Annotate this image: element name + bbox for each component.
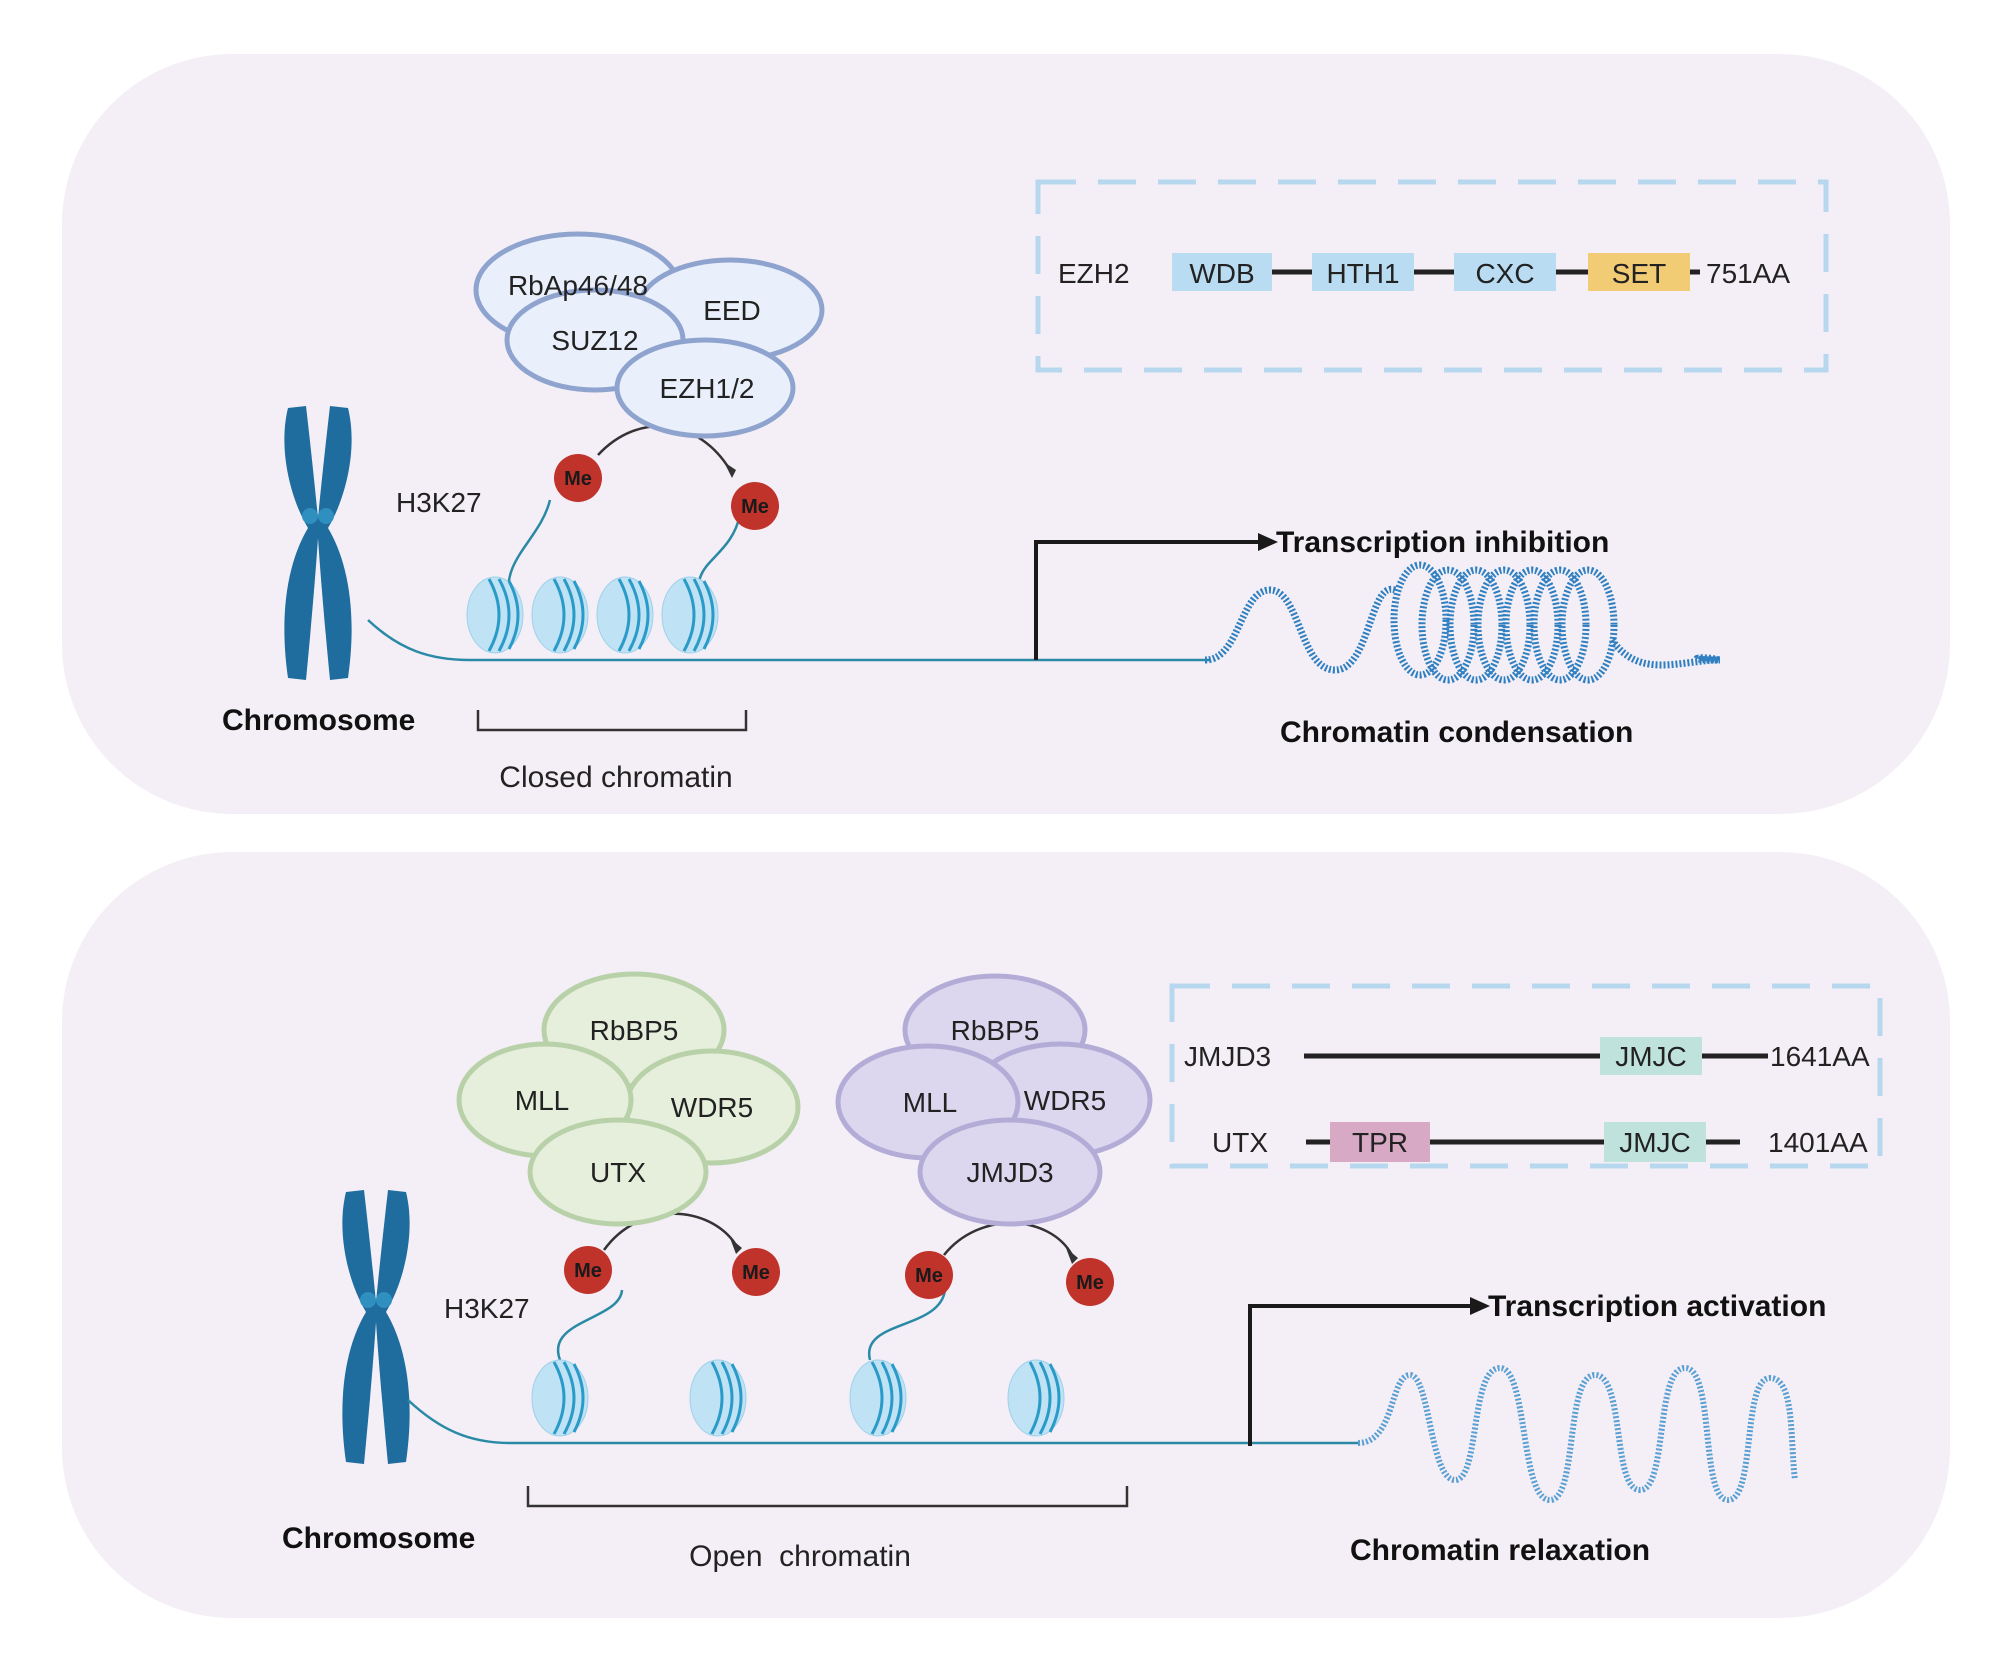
- arrowhead-icon: [1066, 1248, 1078, 1264]
- transcription-inhibition-label: Transcription inhibition: [1276, 526, 1609, 559]
- svg-text:Me: Me: [574, 1260, 602, 1282]
- closed-chromatin-bracket: [476, 710, 748, 732]
- protein-label: WDR5: [1024, 1085, 1106, 1116]
- transcription-arrow: [1248, 1304, 1472, 1446]
- ezh2-domain-box: [1035, 179, 1829, 373]
- svg-text:Me: Me: [915, 1265, 943, 1287]
- mll-utx-complex: RbBP5 MLL WDR5 UTX: [456, 971, 801, 1227]
- transcription-arrow: [1034, 540, 1260, 660]
- domain-label: WDB: [1189, 258, 1254, 289]
- nucleosome: [1006, 1358, 1066, 1438]
- svg-text:Me: Me: [741, 496, 769, 518]
- protein-label: EED: [703, 295, 761, 326]
- nucleosome: [848, 1358, 908, 1438]
- open-chromatin-label: Open chromatin: [689, 1540, 911, 1573]
- protein-label: RbAp46/48: [508, 270, 648, 301]
- arrowhead-icon: [1258, 533, 1278, 551]
- domain-jmjc: [1604, 1122, 1706, 1162]
- protein-label: SUZ12: [551, 325, 638, 356]
- domain-label: CXC: [1475, 258, 1534, 289]
- utx-label: UTX: [1212, 1127, 1268, 1158]
- protein-label: WDR5: [671, 1092, 753, 1123]
- relaxed-chromatin: [1357, 1364, 1798, 1504]
- domain-label: SET: [1612, 258, 1666, 289]
- protein-label: MLL: [515, 1085, 569, 1116]
- chromatin-condensation-label: Chromatin condensation: [1280, 716, 1633, 749]
- domain-wdb: [1172, 253, 1272, 291]
- nucleosome: [465, 575, 525, 655]
- methyl-group: Me: [554, 454, 602, 502]
- svg-text:Me: Me: [1076, 1272, 1104, 1294]
- ezh2-label: EZH2: [1058, 258, 1130, 289]
- utx-length: 1401AA: [1768, 1127, 1868, 1158]
- protein-label: JMJD3: [966, 1157, 1053, 1188]
- protein-label: RbBP5: [951, 1015, 1040, 1046]
- prc2-complex: RbAp46/48 EED SUZ12 EZH1/2: [473, 231, 825, 439]
- transcription-activation-label: Transcription activation: [1488, 1290, 1826, 1323]
- protein-label: UTX: [590, 1157, 646, 1188]
- arrowhead-icon: [724, 462, 736, 478]
- domain-hth1: [1312, 253, 1414, 291]
- nucleosome: [595, 575, 655, 655]
- methyl-group: Me: [732, 1248, 780, 1296]
- methyl-group: Me: [564, 1246, 612, 1294]
- methyl-group: Me: [1066, 1258, 1114, 1306]
- protein-label: MLL: [903, 1087, 957, 1118]
- h3k27-label: H3K27: [444, 1293, 530, 1324]
- methyl-group: Me: [731, 482, 779, 530]
- nucleosome: [688, 1358, 748, 1438]
- histone-tail: [556, 1289, 624, 1361]
- chromosome-label: Chromosome: [222, 704, 415, 737]
- nucleosome: [660, 575, 720, 655]
- domain-label: JMJC: [1619, 1127, 1691, 1158]
- domain-tpr: [1330, 1122, 1430, 1162]
- protein-label: EZH1/2: [660, 373, 755, 404]
- chromosome-icon: [284, 406, 352, 680]
- svg-text:Me: Me: [564, 468, 592, 490]
- arrowhead-icon: [1470, 1297, 1490, 1315]
- condensed-chromatin: [1204, 561, 1721, 684]
- domain-label: JMJC: [1615, 1041, 1687, 1072]
- protein-label: RbBP5: [590, 1015, 679, 1046]
- chromosome-label: Chromosome: [282, 1522, 475, 1555]
- jmjd3-label: JMJD3: [1184, 1041, 1271, 1072]
- closed-chromatin-label: Closed chromatin: [499, 761, 732, 794]
- histone-tail: [867, 1289, 947, 1361]
- domain-label: HTH1: [1326, 258, 1399, 289]
- svg-text:Me: Me: [742, 1262, 770, 1284]
- domain-set: [1588, 253, 1690, 291]
- domain-label: TPR: [1352, 1127, 1408, 1158]
- domain-cxc: [1454, 253, 1556, 291]
- mll-jmjd3-complex: RbBP5 MLL WDR5 JMJD3: [835, 973, 1153, 1227]
- dna-strand: [367, 619, 1210, 662]
- domain-jmjc: [1600, 1037, 1702, 1075]
- demethylase-domain-box: [1169, 983, 1883, 1169]
- jmjd3-length: 1641AA: [1770, 1041, 1870, 1072]
- ezh2-length: 751AA: [1706, 258, 1790, 289]
- nucleosome: [530, 1358, 590, 1438]
- nucleosome: [530, 575, 590, 655]
- methyl-group: Me: [905, 1251, 953, 1299]
- arrowhead-icon: [730, 1238, 742, 1254]
- dna-strand: [407, 1399, 1360, 1445]
- chromosome-icon: [342, 1190, 410, 1464]
- open-chromatin-bracket: [526, 1486, 1129, 1508]
- h3k27-label: H3K27: [396, 487, 482, 518]
- chromatin-relaxation-label: Chromatin relaxation: [1350, 1534, 1650, 1567]
